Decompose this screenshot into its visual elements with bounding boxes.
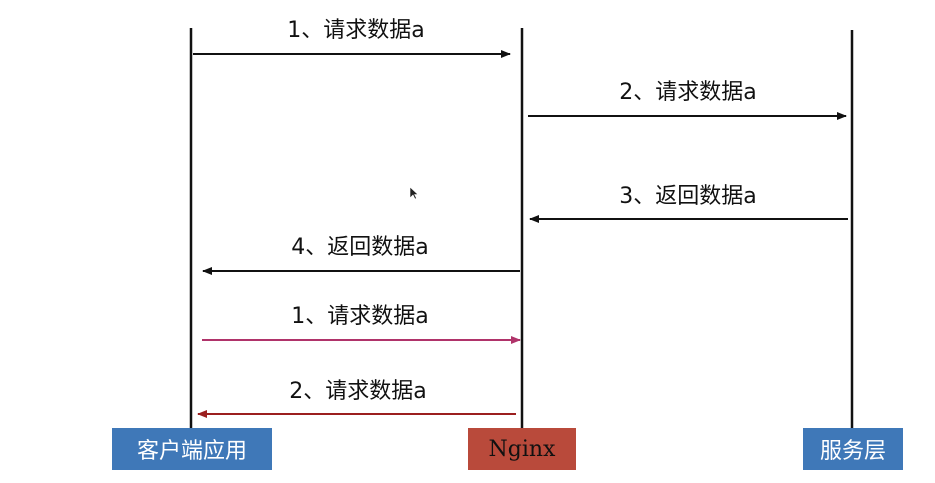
message-1-label: 1、请求数据a bbox=[287, 18, 424, 43]
message-4-label: 4、返回数据a bbox=[291, 235, 428, 260]
message-5-label: 1、请求数据a bbox=[291, 304, 428, 329]
lane-client-app: 客户端应用 bbox=[112, 428, 272, 470]
mouse-cursor-icon bbox=[409, 186, 419, 200]
message-3-label: 3、返回数据a bbox=[619, 184, 756, 209]
message-6-label: 2、请求数据a bbox=[289, 379, 426, 404]
message-2-label: 2、请求数据a bbox=[619, 80, 756, 105]
lane-nginx: Nginx bbox=[468, 428, 576, 470]
lane-service-layer: 服务层 bbox=[803, 428, 903, 470]
